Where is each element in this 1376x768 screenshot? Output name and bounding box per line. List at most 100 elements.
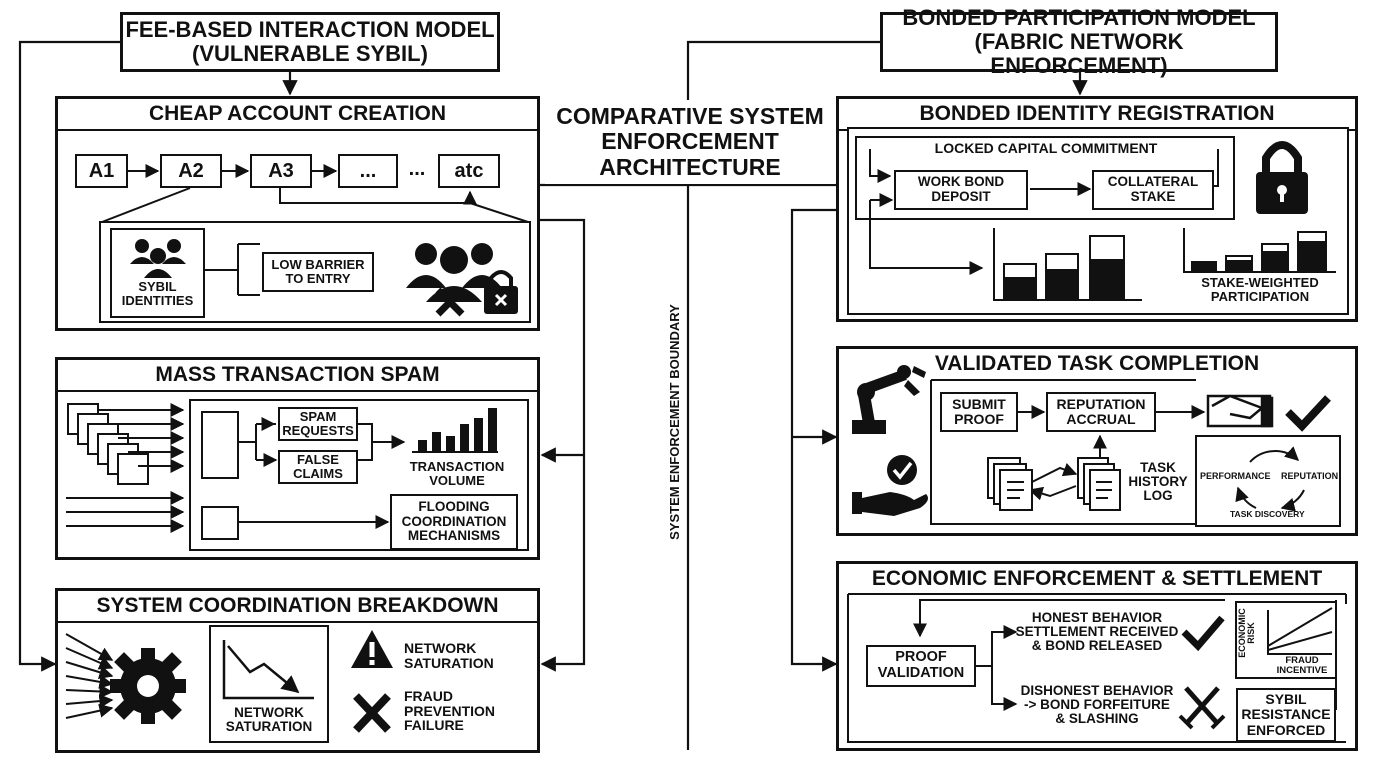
warn-line2: SATURATION (404, 654, 494, 671)
locked-capital-label: LOCKED CAPITAL COMMITMENT (922, 140, 1170, 158)
hand-check-icon (852, 455, 928, 516)
proof-line2: VALIDATION (877, 665, 965, 681)
left-model-title: FEE-BASED INTERACTION MODEL (VULNERABLE … (120, 12, 500, 72)
transaction-volume-label: TRANSACTION VOLUME (402, 460, 512, 487)
right-model-title-line1: BONDED PARTICIPATION MODEL (902, 4, 1256, 30)
collateral-box: COLLATERAL STAKE (1092, 170, 1214, 210)
spam-line1: SPAM (299, 408, 337, 424)
reputation-box: REPUTATION ACCRUAL (1046, 392, 1156, 432)
handshake-icon (1206, 394, 1274, 428)
sybil-resistance-box: SYBIL RESISTANCE ENFORCED (1236, 688, 1336, 742)
x-axis-line2: INCENTIVE (1276, 664, 1328, 676)
submit-line2: PROOF (954, 411, 1004, 427)
sybil-res-line2: RESISTANCE (1241, 706, 1331, 723)
center-title-line1: COMPARATIVE SYSTEM (556, 103, 824, 130)
honest-check-icon (1181, 615, 1225, 652)
log-line3: LOG (1143, 488, 1173, 504)
y-axis-label: ECONOMIC RISK (1237, 604, 1264, 662)
submit-proof-box: SUBMIT PROOF (940, 392, 1018, 432)
document-stack-icon (987, 457, 1033, 511)
fail-label: FRAUD PREVENTION FAILURE (404, 689, 495, 733)
right-model-title-line2: (FABRIC NETWORK ENFORCEMENT) (974, 28, 1184, 79)
spam-line2: REQUESTS (282, 423, 354, 438)
breakdown-title: SYSTEM COORDINATION BREAKDOWN (58, 591, 537, 623)
cycle-reputation: REPUTATION (1281, 471, 1339, 481)
warn-line1: NETWORK (404, 640, 477, 656)
account-ellipsis: ... (338, 154, 398, 188)
sybil-res-line3: ENFORCED (1246, 721, 1326, 738)
collat-line1: COLLATERAL (1107, 174, 1199, 190)
account-a2: A2 (160, 154, 222, 188)
sybil-identities-box: SYBIL IDENTITIES (110, 228, 205, 318)
proof-validation-box: PROOF VALIDATION (866, 645, 976, 687)
proof-line1: PROOF (895, 649, 947, 666)
honest-line3: & BOND RELEASED (1031, 638, 1163, 654)
rep-line2: ACCRUAL (1066, 411, 1136, 427)
cycle-diagram (1235, 446, 1305, 512)
center-title: COMPARATIVE SYSTEM ENFORCEMENT ARCHITECT… (545, 100, 835, 184)
honest-line2: SETTLEMENT RECEIVED (1015, 624, 1179, 640)
stake-line1: STAKE-WEIGHTED (1201, 275, 1319, 290)
honest-label: HONEST BEHAVIOR SETTLEMENT RECEIVED & BO… (1014, 610, 1180, 654)
false-claims-box: FALSE CLAIMS (278, 450, 358, 484)
submit-line1: SUBMIT (952, 395, 1006, 412)
flood-line2: COORDINATION (401, 513, 507, 529)
ellipsis-text: ... (408, 158, 426, 180)
chart-line1: NETWORK (234, 705, 304, 720)
checkmark-icon (1285, 395, 1331, 432)
false-line1: FALSE (297, 451, 339, 467)
users-locked-icon (406, 243, 518, 317)
robot-arm-icon (852, 365, 926, 434)
fail-line2: PREVENTION (404, 702, 496, 719)
dishonest-line1: DISHONEST BEHAVIOR (1020, 683, 1174, 698)
volume-line1: TRANSACTION (409, 459, 505, 474)
account-a1: A1 (75, 154, 128, 188)
swords-icon (1178, 686, 1226, 730)
left-model-title-line2: (VULNERABLE SYBIL) (192, 41, 428, 66)
dishonest-line2: -> BOND FORFEITURE (1024, 697, 1170, 713)
false-line2: CLAIMS (293, 466, 343, 481)
validated-title: VALIDATED TASK COMPLETION (934, 352, 1260, 375)
center-title-line2: ENFORCEMENT (601, 128, 779, 155)
x-axis-label: FRAUD INCENTIVE (1268, 656, 1336, 676)
warning-icon (351, 630, 393, 668)
x-mark-icon (353, 693, 391, 733)
log-line1: TASK (1140, 460, 1176, 475)
sybil-line1: SYBIL (138, 279, 177, 294)
chart-line2: SATURATION (225, 719, 313, 735)
dishonest-line3: & SLASHING (1055, 711, 1139, 727)
fail-line3: FAILURE (404, 717, 464, 734)
cycle-performance: PERFORMANCE (1200, 471, 1271, 481)
gear-icon (110, 648, 186, 724)
work-line2: DEPOSIT (931, 189, 991, 204)
center-title-line3: ARCHITECTURE (599, 153, 781, 180)
barrier-line1: LOW BARRIER (271, 256, 365, 272)
task-history-label: TASK HISTORY LOG (1128, 460, 1188, 504)
sybil-group-icon (130, 239, 186, 278)
padlock-icon (1256, 141, 1308, 214)
account-atc: atc (438, 154, 500, 188)
mass-spam-title: MASS TRANSACTION SPAM (58, 360, 537, 392)
economic-title: ECONOMIC ENFORCEMENT & SETTLEMENT (871, 567, 1323, 590)
x-axis-line1: FRAUD (1285, 655, 1319, 666)
stake-weighted-label: STAKE-WEIGHTED PARTICIPATION (1188, 276, 1332, 303)
work-line1: WORK BOND (917, 174, 1005, 190)
low-barrier-box: LOW BARRIER TO ENTRY (262, 252, 374, 292)
barrier-line2: TO ENTRY (285, 271, 351, 286)
dishonest-label: DISHONEST BEHAVIOR -> BOND FORFEITURE & … (1014, 683, 1180, 727)
right-model-title: BONDED PARTICIPATION MODEL (FABRIC NETWO… (880, 5, 1278, 78)
cycle-discovery: TASK DISCOVERY (1230, 509, 1305, 519)
rep-line1: REPUTATION (1056, 395, 1146, 412)
account-a3: A3 (250, 154, 312, 188)
left-model-title-line1: FEE-BASED INTERACTION MODEL (125, 16, 495, 42)
fail-line1: FRAUD (404, 688, 453, 704)
sybil-res-line1: SYBIL (1265, 690, 1307, 707)
flooding-box: FLOODING COORDINATION MECHANISMS (390, 494, 518, 550)
log-line2: HISTORY (1128, 474, 1188, 490)
